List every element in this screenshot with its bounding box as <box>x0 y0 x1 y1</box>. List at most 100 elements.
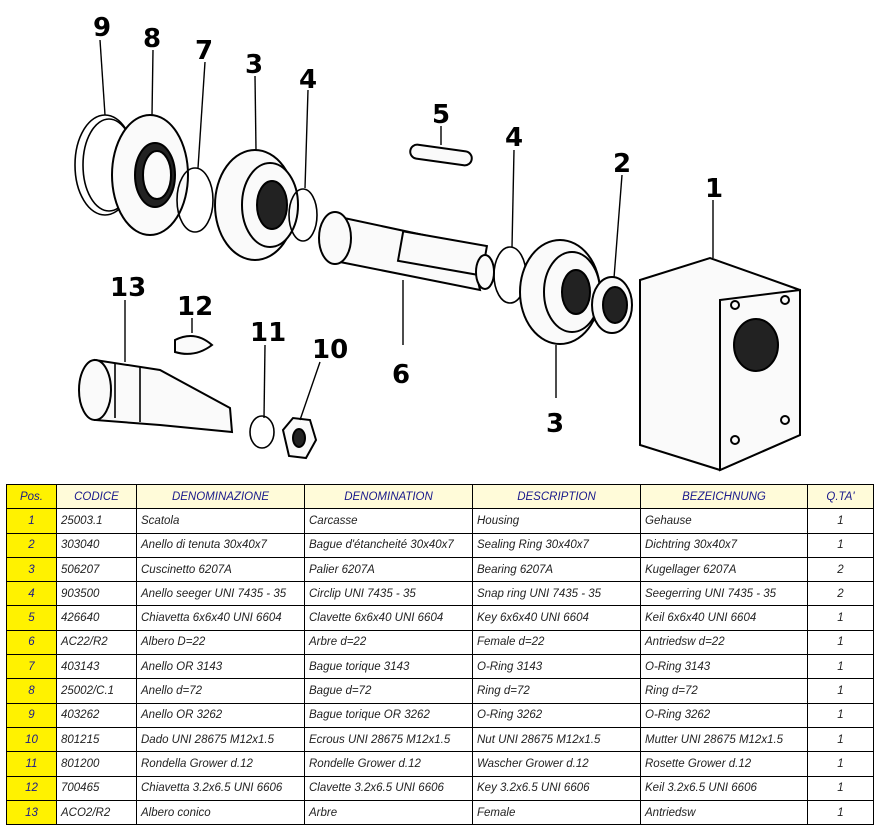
header-denomination: DENOMINATION <box>304 483 473 510</box>
cell-denominazione: Chiavetta 3.2x6.5 UNI 6606 <box>136 775 305 801</box>
part-3-bearing-left <box>214 149 299 261</box>
cell-bezeichnung: O-Ring 3143 <box>640 654 808 680</box>
cell-denominazione: Rondella Grower d.12 <box>136 751 305 777</box>
callout-6: 6 <box>392 360 410 390</box>
callout-4-left: 4 <box>299 65 317 95</box>
cell-codice: 903500 <box>56 581 137 607</box>
cell-pos: 3 <box>6 556 57 583</box>
cell-qty: 1 <box>807 751 874 777</box>
cell-description: Bearing 6207A <box>472 556 641 583</box>
part-3-bearing-right <box>519 239 601 345</box>
header-qty: Q.TA' <box>807 483 874 510</box>
part-13-conical-shaft <box>78 358 234 434</box>
cell-bezeichnung: Gehause <box>640 508 808 534</box>
cell-bezeichnung: Antriedsw d=22 <box>640 629 808 656</box>
cell-qty: 1 <box>807 532 874 558</box>
part-6-shaft <box>318 211 495 292</box>
cell-description: Wascher Grower d.12 <box>472 751 641 777</box>
callout-11: 11 <box>250 318 286 348</box>
cell-denominazione: Albero conico <box>136 799 305 826</box>
cell-description: O-Ring 3143 <box>472 654 641 680</box>
cell-qty: 1 <box>807 775 874 801</box>
callout-10: 10 <box>312 335 348 365</box>
cell-denomination: Bague d=72 <box>304 678 473 704</box>
table-header-row: Pos. CODICE DENOMINAZIONE DENOMINATION D… <box>6 483 874 510</box>
callout-13: 13 <box>110 273 146 303</box>
part-11-washer <box>249 415 275 449</box>
header-description: DESCRIPTION <box>472 483 641 510</box>
cell-denominazione: Scatola <box>136 508 305 534</box>
cell-description: Sealing Ring 30x40x7 <box>472 532 641 558</box>
leader-lines <box>99 39 714 421</box>
cell-pos: 13 <box>6 799 57 826</box>
cell-qty: 1 <box>807 678 874 704</box>
cell-pos: 5 <box>6 605 57 631</box>
cell-bezeichnung: Keil 3.2x6.5 UNI 6606 <box>640 775 808 801</box>
cell-qty: 1 <box>807 702 874 728</box>
cell-description: Nut UNI 28675 M12x1.5 <box>472 726 641 753</box>
cell-qty: 1 <box>807 605 874 631</box>
cell-bezeichnung: Dichtring 30x40x7 <box>640 532 808 558</box>
callout-7: 7 <box>195 36 213 66</box>
callout-1: 1 <box>705 174 723 204</box>
cell-pos: 4 <box>6 581 57 607</box>
cell-bezeichnung: Kugellager 6207A <box>640 556 808 583</box>
cell-pos: 10 <box>6 726 57 753</box>
cell-denomination: Circlip UNI 7435 - 35 <box>304 581 473 607</box>
cell-qty: 1 <box>807 726 874 753</box>
cell-denomination: Arbre <box>304 799 473 826</box>
callout-3-top: 3 <box>245 50 263 80</box>
cell-qty: 2 <box>807 556 874 583</box>
cell-description: Housing <box>472 508 641 534</box>
part-5-key <box>409 143 473 167</box>
cell-codice: 506207 <box>56 556 137 583</box>
cell-pos: 7 <box>6 654 57 680</box>
cell-codice: 25003.1 <box>56 508 137 534</box>
cell-codice: 700465 <box>56 775 137 801</box>
cell-codice: 403262 <box>56 702 137 728</box>
header-bezeichnung: BEZEICHNUNG <box>640 483 808 510</box>
cell-denominazione: Dado UNI 28675 M12x1.5 <box>136 726 305 753</box>
cell-codice: 25002/C.1 <box>56 678 137 704</box>
cell-codice: 426640 <box>56 605 137 631</box>
cell-pos: 1 <box>6 508 57 534</box>
cell-denominazione: Anello di tenuta 30x40x7 <box>136 532 305 558</box>
cell-denomination: Bague d'étancheité 30x40x7 <box>304 532 473 558</box>
cell-codice: ACO2/R2 <box>56 799 137 826</box>
cell-denomination: Clavette 6x6x40 UNI 6604 <box>304 605 473 631</box>
cell-denomination: Bague torique 3143 <box>304 654 473 680</box>
cell-qty: 1 <box>807 799 874 826</box>
cell-codice: AC22/R2 <box>56 629 137 656</box>
cell-codice: 303040 <box>56 532 137 558</box>
parts-list-table: Pos. CODICE DENOMINAZIONE DENOMINATION D… <box>6 483 874 826</box>
callout-12: 12 <box>177 292 213 322</box>
callout-2: 2 <box>613 149 631 179</box>
cell-qty: 1 <box>807 508 874 534</box>
cell-codice: 403143 <box>56 654 137 680</box>
cell-denominazione: Anello OR 3143 <box>136 654 305 680</box>
part-4-snap-ring-left <box>288 188 318 242</box>
part-2-sealing-ring <box>591 276 633 334</box>
header-codice: CODICE <box>56 483 137 510</box>
cell-qty: 1 <box>807 654 874 680</box>
cell-description: Ring d=72 <box>472 678 641 704</box>
cell-denomination: Ecrous UNI 28675 M12x1.5 <box>304 726 473 753</box>
cell-qty: 1 <box>807 629 874 656</box>
cell-pos: 2 <box>6 532 57 558</box>
cell-denominazione: Albero D=22 <box>136 629 305 656</box>
cell-qty: 2 <box>807 581 874 607</box>
cell-description: O-Ring 3262 <box>472 702 641 728</box>
cell-description: Snap ring UNI 7435 - 35 <box>472 581 641 607</box>
cell-bezeichnung: Ring d=72 <box>640 678 808 704</box>
cell-pos: 6 <box>6 629 57 656</box>
cell-description: Key 6x6x40 UNI 6604 <box>472 605 641 631</box>
